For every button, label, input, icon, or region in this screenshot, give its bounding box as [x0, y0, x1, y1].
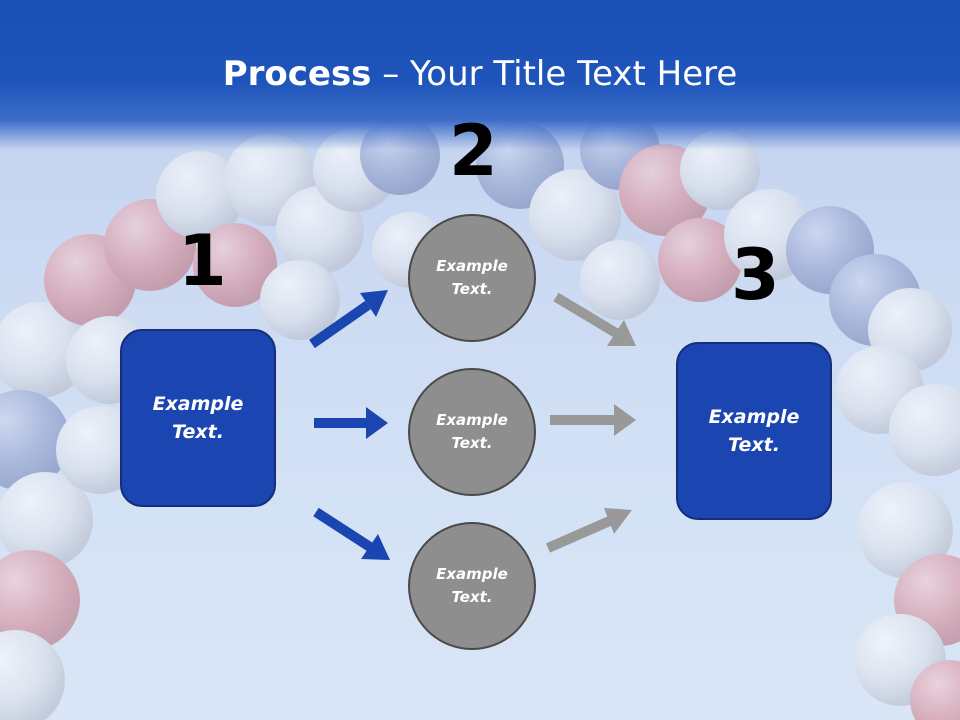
- step-number-3: 3: [731, 234, 780, 316]
- step-number-1: 1: [178, 220, 227, 302]
- circle-bottom-text: Example Text.: [436, 564, 508, 606]
- step-3-text: Example Text.: [708, 405, 800, 457]
- gray-arrow-right: [550, 404, 636, 436]
- step-1-box[interactable]: Example Text.: [120, 329, 276, 507]
- circle-middle-text: Example Text.: [436, 410, 508, 452]
- step-2-circle-middle[interactable]: Example Text.: [408, 368, 536, 496]
- step-2-circle-bottom[interactable]: Example Text.: [408, 522, 536, 650]
- step-3-box[interactable]: Example Text.: [676, 342, 832, 520]
- title-bold: Process: [222, 54, 372, 94]
- blue-arrow-down: [313, 507, 390, 560]
- slide-title: Process – Your Title Text Here: [0, 54, 960, 94]
- step-2-circle-top[interactable]: Example Text.: [408, 214, 536, 342]
- gray-arrow-down: [553, 292, 636, 346]
- title-bar: [0, 0, 960, 150]
- step-number-2: 2: [449, 110, 498, 192]
- circle-top-text: Example Text.: [436, 256, 508, 298]
- blue-arrow-up: [309, 290, 388, 349]
- gray-arrow-up: [545, 508, 632, 553]
- blue-arrow-right: [314, 407, 388, 439]
- title-rest: – Your Title Text Here: [371, 54, 738, 94]
- step-1-text: Example Text.: [152, 392, 244, 444]
